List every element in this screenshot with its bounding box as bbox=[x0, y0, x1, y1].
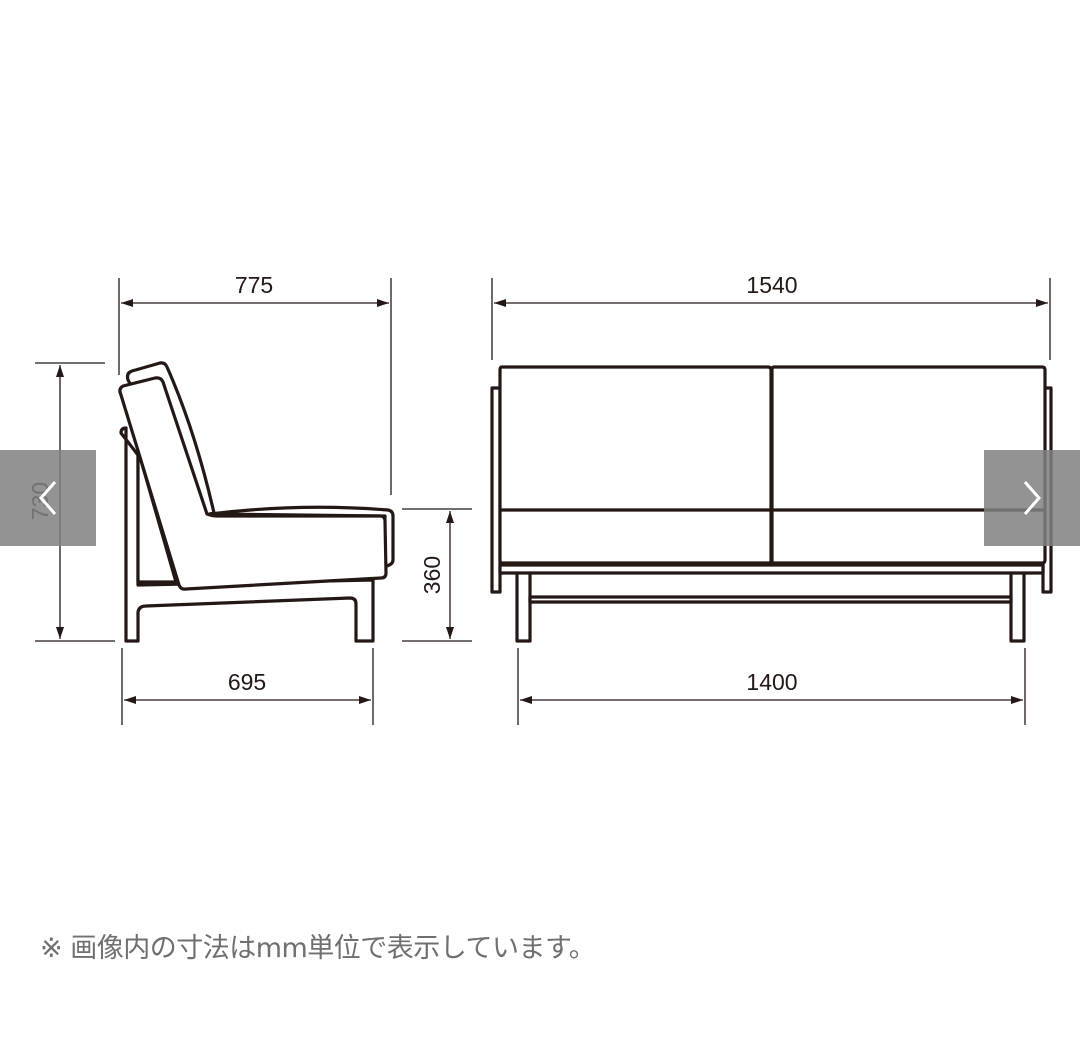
dim-label-360: 360 bbox=[419, 556, 445, 594]
chevron-right-icon bbox=[1023, 481, 1041, 515]
sofa-side-view bbox=[118, 361, 395, 643]
prev-image-button[interactable] bbox=[0, 450, 96, 546]
chevron-left-icon bbox=[39, 481, 57, 515]
dim-label-695: 695 bbox=[228, 669, 266, 695]
next-image-button[interactable] bbox=[984, 450, 1080, 546]
units-note: ※ 画像内の寸法はmm単位で表示しています。 bbox=[40, 933, 596, 964]
dim-label-775: 775 bbox=[235, 272, 273, 298]
dim-label-1400: 1400 bbox=[746, 669, 797, 695]
dim-label-1540: 1540 bbox=[746, 272, 797, 298]
sofa-front-view bbox=[490, 365, 1053, 643]
